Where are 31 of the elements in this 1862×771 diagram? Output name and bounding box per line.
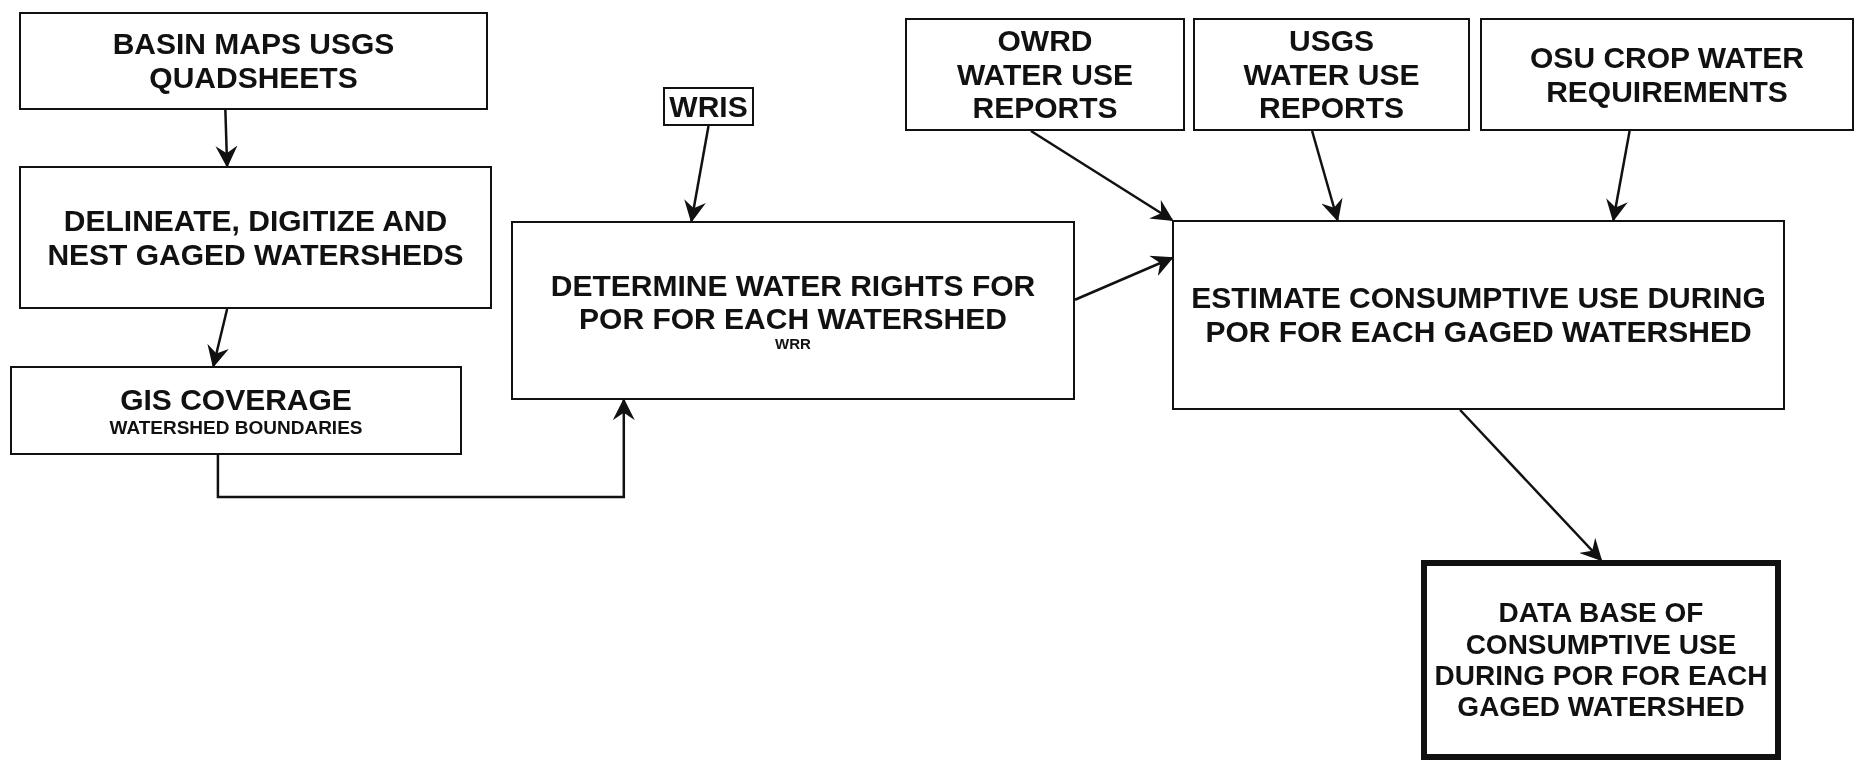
arrow [1459, 409, 1603, 562]
box-text: OSU CROP WATER REQUIREMENTS [1529, 40, 1805, 109]
process-box [1480, 18, 1854, 131]
arrow [1074, 255, 1174, 301]
process-box [1193, 18, 1470, 131]
box-text: ESTIMATE CONSUMPTIVE USE DURING POR FOR EACH GAGED WATERSHED [1190, 281, 1767, 349]
box-text: DELINEATE, DIGITIZE AND NEST GAGED WATERSHEDS [46, 203, 465, 272]
process-box [1172, 220, 1785, 410]
arrow [1606, 130, 1631, 222]
arrow [1030, 129, 1174, 222]
arrow [1310, 130, 1343, 222]
process-box [10, 366, 462, 455]
process-box [19, 12, 488, 110]
box-subtext: WATERSHED BOUNDARIES [109, 416, 363, 438]
box-text: WRIS [669, 89, 748, 124]
arrow [684, 125, 710, 223]
process-box [19, 166, 492, 309]
box-text: GIS COVERAGE [120, 383, 352, 417]
box-subtext: WRR [775, 335, 811, 353]
box-text: USGS WATER USE REPORTS [1242, 24, 1421, 125]
arrow [216, 398, 635, 499]
arrow [207, 308, 229, 368]
box-text: DETERMINE WATER RIGHTS FOR POR FOR EACH WATERSHED [549, 268, 1037, 336]
output-box [1421, 560, 1781, 760]
box-text: OWRD WATER USE REPORTS [955, 24, 1135, 125]
box-text: DATA BASE OF CONSUMPTIVE USE DURING POR FOR EACH GAGED WATERSHED [1433, 597, 1769, 723]
process-box [511, 221, 1075, 400]
box-text: BASIN MAPS USGS QUADSHEETS [111, 27, 396, 95]
process-box [905, 18, 1185, 131]
arrow [215, 109, 238, 168]
process-box [663, 87, 754, 126]
